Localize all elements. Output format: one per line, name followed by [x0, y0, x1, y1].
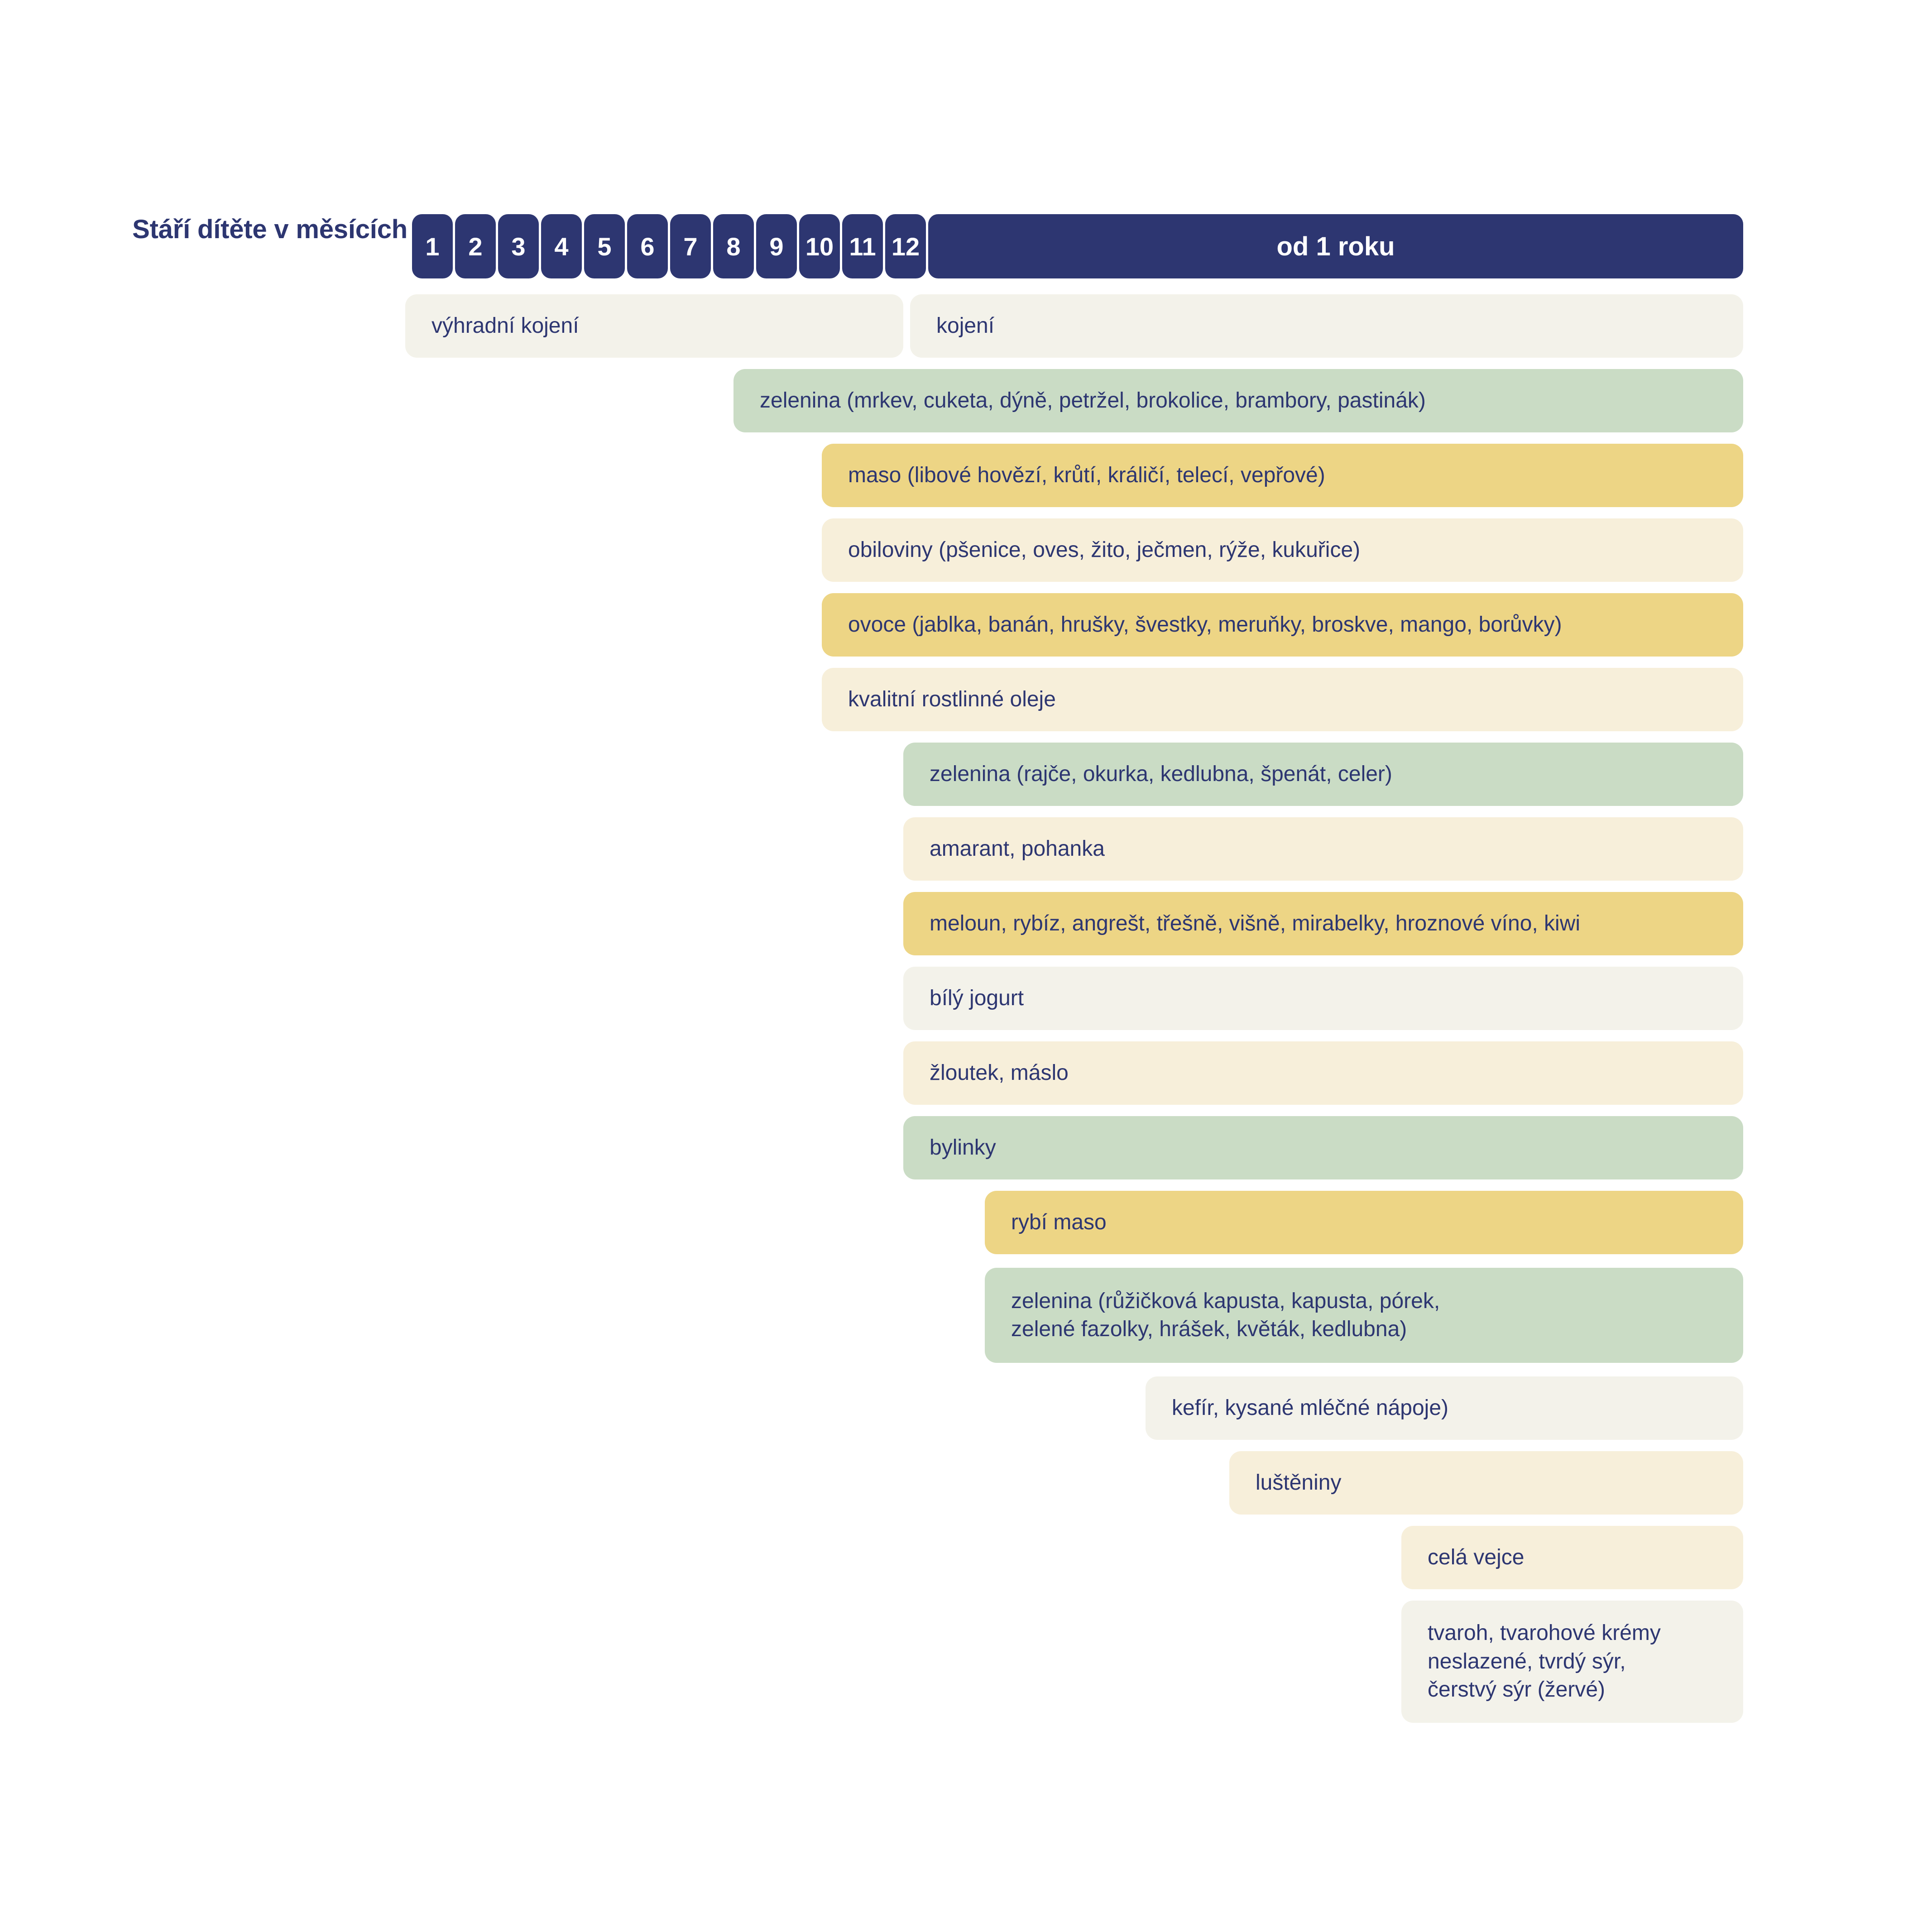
food-bar: rybí maso — [985, 1191, 1743, 1254]
food-bar: zelenina (růžičková kapusta, kapusta, pó… — [985, 1268, 1743, 1363]
food-bar: tvaroh, tvarohové krémy neslazené, tvrdý… — [1401, 1601, 1743, 1723]
food-bar: žloutek, máslo — [903, 1041, 1743, 1105]
year-button-od-1-roku[interactable]: od 1 roku — [928, 214, 1743, 278]
month-button-9[interactable]: 9 — [756, 214, 797, 278]
month-button-1[interactable]: 1 — [412, 214, 453, 278]
food-bar: bylinky — [903, 1116, 1743, 1179]
food-bar: kvalitní rostlinné oleje — [822, 668, 1743, 731]
food-bar-label: maso (libové hovězí, krůtí, králičí, tel… — [848, 463, 1325, 487]
food-bar: zelenina (rajče, okurka, kedlubna, špená… — [903, 743, 1743, 806]
food-bar: zelenina (mrkev, cuketa, dýně, petržel, … — [733, 369, 1743, 432]
month-button-2[interactable]: 2 — [455, 214, 496, 278]
month-button-6[interactable]: 6 — [627, 214, 668, 278]
food-bar-label: zelenina (rajče, okurka, kedlubna, špená… — [930, 762, 1392, 786]
food-bar-label: tvaroh, tvarohové krémy neslazené, tvrdý… — [1428, 1621, 1661, 1702]
food-bar-label: kefír, kysané mléčné nápoje) — [1172, 1395, 1448, 1420]
food-bar-label: ovoce (jablka, banán, hrušky, švestky, m… — [848, 612, 1562, 637]
month-button-5[interactable]: 5 — [584, 214, 625, 278]
food-bar-label: kvalitní rostlinné oleje — [848, 687, 1056, 711]
food-bar-label: zelenina (mrkev, cuketa, dýně, petržel, … — [760, 388, 1426, 412]
food-bar: amarant, pohanka — [903, 817, 1743, 881]
food-bar: kefír, kysané mléčné nápoje) — [1146, 1376, 1743, 1440]
month-button-12[interactable]: 12 — [885, 214, 926, 278]
food-bar: luštěniny — [1229, 1451, 1743, 1515]
food-bar: výhradní kojení — [405, 294, 903, 358]
food-bar-label: zelenina (růžičková kapusta, kapusta, pó… — [1011, 1289, 1440, 1341]
food-bar-label: amarant, pohanka — [930, 836, 1105, 861]
food-bar: kojení — [910, 294, 1743, 358]
food-bar-label: kojení — [936, 313, 995, 338]
food-bar-label: rybí maso — [1011, 1210, 1107, 1234]
food-bar-label: celá vejce — [1428, 1545, 1525, 1569]
food-bar-label: luštěniny — [1256, 1470, 1342, 1495]
food-bar-label: obiloviny (pšenice, oves, žito, ječmen, … — [848, 537, 1361, 562]
food-bar: ovoce (jablka, banán, hrušky, švestky, m… — [822, 593, 1743, 657]
food-bar: celá vejce — [1401, 1526, 1743, 1589]
month-button-11[interactable]: 11 — [842, 214, 883, 278]
month-button-10[interactable]: 10 — [799, 214, 840, 278]
food-bar-label: výhradní kojení — [431, 313, 579, 338]
month-button-8[interactable]: 8 — [713, 214, 754, 278]
month-button-7[interactable]: 7 — [670, 214, 711, 278]
food-bar: meloun, rybíz, angrešt, třešně, višně, m… — [903, 892, 1743, 955]
month-button-3[interactable]: 3 — [498, 214, 539, 278]
food-bar-label: bílý jogurt — [930, 986, 1024, 1010]
axis-title: Stáří dítěte v měsících — [132, 215, 407, 244]
food-bar: bílý jogurt — [903, 967, 1743, 1030]
food-bar-label: meloun, rybíz, angrešt, třešně, višně, m… — [930, 911, 1581, 935]
food-bar: maso (libové hovězí, krůtí, králičí, tel… — [822, 444, 1743, 507]
food-bar-label: žloutek, máslo — [930, 1060, 1069, 1085]
food-bar-label: bylinky — [930, 1135, 996, 1160]
food-bar: obiloviny (pšenice, oves, žito, ječmen, … — [822, 518, 1743, 582]
month-button-4[interactable]: 4 — [541, 214, 582, 278]
